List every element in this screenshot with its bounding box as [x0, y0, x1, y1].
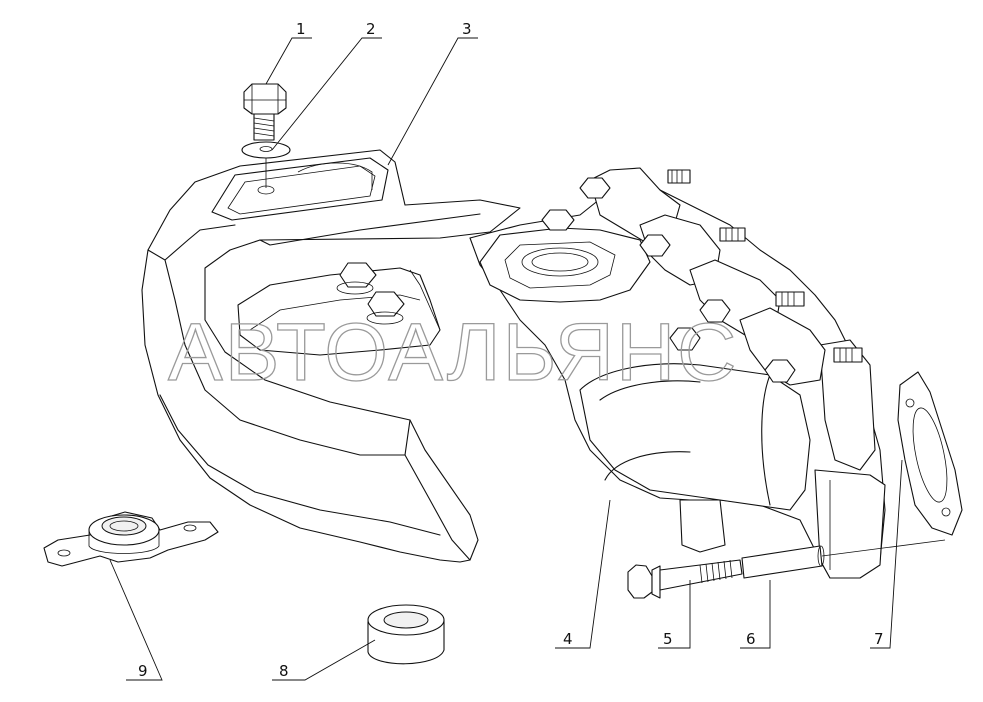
leader-lines [109, 37, 903, 681]
washer [241, 141, 291, 195]
mounting-flange [43, 511, 219, 567]
bolt [243, 83, 287, 141]
long-bolt [627, 559, 743, 599]
callout-8: 8 [279, 662, 289, 680]
callout-4: 4 [563, 630, 573, 648]
gasket [897, 371, 963, 536]
watermark-text: АВТОАЛЬЯНС [168, 307, 738, 398]
callout-2: 2 [366, 20, 376, 38]
callout-7: 7 [874, 630, 884, 648]
spacer-sleeve [741, 539, 946, 579]
callout-9: 9 [138, 662, 148, 680]
callout-labels: 1 2 3 4 5 6 7 8 9 [138, 20, 884, 680]
exhaust-manifold [336, 167, 886, 579]
callout-6: 6 [746, 630, 756, 648]
callout-3: 3 [462, 20, 472, 38]
callout-5: 5 [663, 630, 673, 648]
heat-shield [141, 149, 521, 563]
rubber-bushing [367, 604, 445, 665]
callout-1: 1 [296, 20, 306, 38]
